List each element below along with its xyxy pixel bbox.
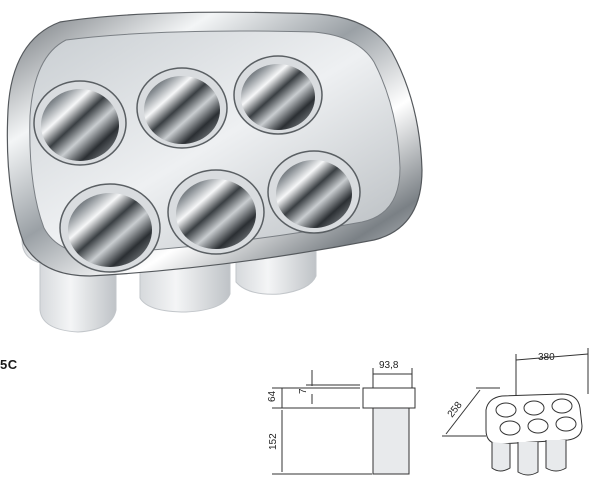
cup-front-middle [167,169,265,255]
dim-lip-label: 7 [298,388,309,394]
cup-back-right [233,55,323,135]
side-view-drawing [272,368,416,475]
cup-front-left [59,183,161,273]
iso-view-drawing [442,348,589,476]
cup-front-right [267,150,361,234]
cup-back-middle [136,67,228,149]
dim-width-label: 93,8 [379,360,399,371]
dim-depth-label: 258 [446,400,465,420]
product-code: 5C [0,357,18,372]
cup-back-left [33,80,127,166]
dim-height-body-label: 152 [268,433,279,450]
dim-length-label: 380 [538,352,555,363]
dim-height-top-label: 64 [267,390,278,402]
product-illustration [6,11,423,333]
